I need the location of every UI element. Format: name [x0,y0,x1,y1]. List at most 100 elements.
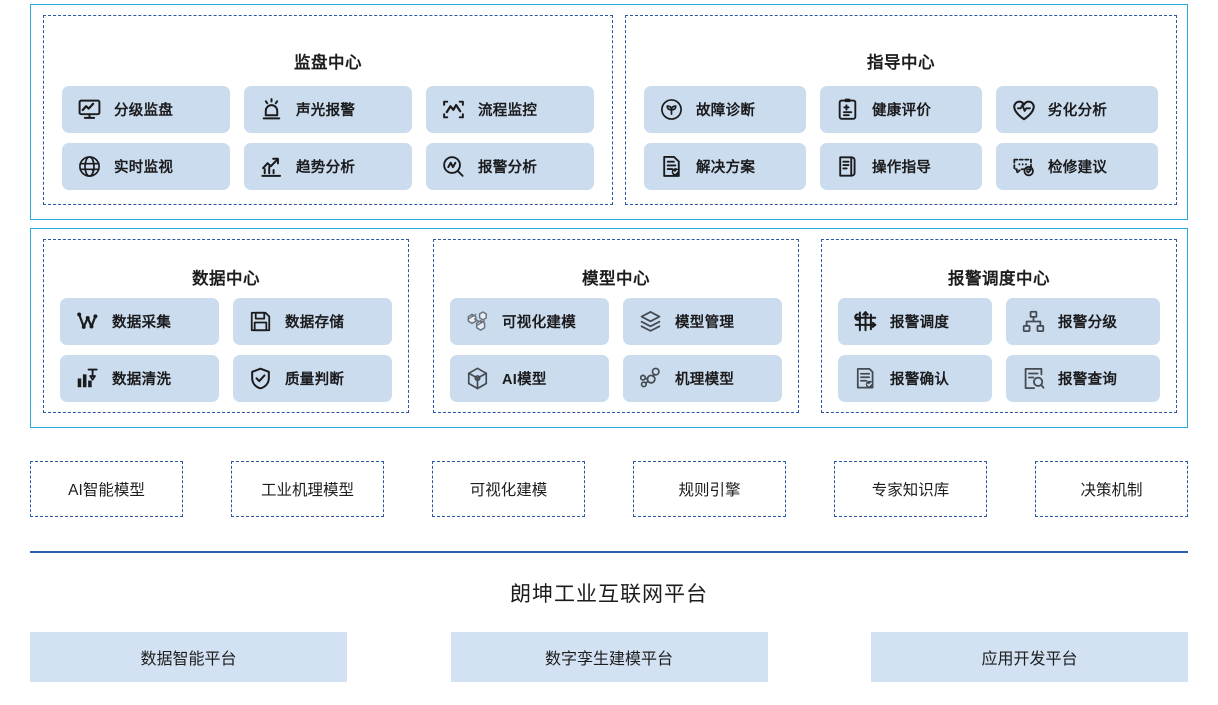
chip-liucheng-jiankong[interactable]: 流程监控 [426,86,594,133]
chip-label: 报警调度 [890,315,950,331]
dispatch-arrows-icon [852,308,879,335]
chip-label: 解决方案 [696,160,756,176]
list-search-icon [1020,365,1047,392]
chip-label: 实时监视 [114,160,174,176]
book-guide-icon [834,153,861,180]
data-clean-icon [74,365,101,392]
chip-moxing-guanli[interactable]: 模型管理 [623,298,782,345]
chip-caozuo-zhidao[interactable]: 操作指导 [820,143,982,190]
chip-jianxiu-jianyi[interactable]: 检修建议 [996,143,1158,190]
chip-grid: 故障诊断 健康评价 [644,86,1158,190]
blocks-model-icon [464,308,491,335]
chip-label: 报警确认 [890,372,950,388]
chip-guzhang-zhenduan[interactable]: 故障诊断 [644,86,806,133]
heart-pulse-icon [1010,96,1037,123]
section-divider [30,551,1188,553]
platform-box-digital-twin-modeling[interactable]: 数字孪生建模平台 [450,632,768,682]
monitor-chart-icon [76,96,103,123]
panel-title: 报警调度中心 [948,270,1050,288]
clipboard-health-icon [834,96,861,123]
chip-zhiliang-panduan[interactable]: 质量判断 [233,355,392,402]
alarm-lamp-icon [258,96,285,123]
chip-label: 故障诊断 [696,103,756,119]
chip-qushi-fenxi[interactable]: 趋势分析 [244,143,412,190]
panel-title: 指导中心 [867,54,935,72]
chip-shengguang-baojing[interactable]: 声光报警 [244,86,412,133]
chip-label: 报警查询 [1058,372,1118,388]
chip-label: 数据清洗 [112,372,172,388]
list-check-icon [852,365,879,392]
hierarchy-icon [1020,308,1047,335]
chip-label: AI模型 [502,372,547,388]
graph-nodes-icon [637,365,664,392]
chip-shuju-cunchu[interactable]: 数据存储 [233,298,392,345]
trend-chart-icon [258,153,285,180]
chip-label: 劣化分析 [1048,103,1108,119]
floppy-save-icon [247,308,274,335]
panel-zhidao-zhongxin: 指导中心 故障诊断 [625,15,1177,205]
chip-label: 可视化建模 [502,315,576,331]
chip-fenji-jianpan[interactable]: 分级监盘 [62,86,230,133]
layers-icon [637,308,664,335]
alarm-search-icon [440,153,467,180]
platform-box-app-development[interactable]: 应用开发平台 [871,632,1188,682]
panel-title: 模型中心 [582,270,650,288]
chip-label: 分级监盘 [114,103,174,119]
chip-baojing-fenxi[interactable]: 报警分析 [426,143,594,190]
panel-title: 数据中心 [192,270,260,288]
outer-container-row-2: 数据中心 数据采集 [30,228,1188,428]
chip-shuju-caiji[interactable]: 数据采集 [60,298,219,345]
chip-baojing-fenji[interactable]: 报警分级 [1006,298,1160,345]
chat-check-icon [1010,153,1037,180]
chip-label: 数据采集 [112,315,172,331]
chip-shuju-qingxi[interactable]: 数据清洗 [60,355,219,402]
chip-baojing-queren[interactable]: 报警确认 [838,355,992,402]
chip-grid: 数据采集 数据存储 [60,298,392,402]
chip-label: 数据存储 [285,315,345,331]
panel-shuju-zhongxin: 数据中心 数据采集 [43,239,409,413]
chip-label: 机理模型 [675,372,735,388]
chip-grid: 可视化建模 模型管理 [450,298,782,402]
shield-check-icon [247,365,274,392]
chip-liehua-fenxi[interactable]: 劣化分析 [996,86,1158,133]
chip-label: 模型管理 [675,315,735,331]
chip-baojing-chaxun[interactable]: 报警查询 [1006,355,1160,402]
chip-label: 操作指导 [872,160,932,176]
capability-visual-modeling[interactable]: 可视化建模 [432,461,585,517]
chip-baojing-diaodu[interactable]: 报警调度 [838,298,992,345]
chip-grid: 分级监盘 声光报警 [62,86,594,190]
chip-jiejue-fangan[interactable]: 解决方案 [644,143,806,190]
chip-jili-moxing[interactable]: 机理模型 [623,355,782,402]
chip-label: 报警分析 [478,160,538,176]
chip-label: 质量判断 [285,372,345,388]
chip-keshihua-jianmo[interactable]: 可视化建模 [450,298,609,345]
panel-baojing-diaodu-zhongxin: 报警调度中心 报警调度 [821,239,1177,413]
chip-label: 报警分级 [1058,315,1118,331]
capability-ai-model[interactable]: AI智能模型 [30,461,183,517]
panel-moxing-zhongxin: 模型中心 可视化建模 [433,239,799,413]
chip-label: 检修建议 [1048,160,1108,176]
globe-icon [76,153,103,180]
platform-box-data-intelligence[interactable]: 数据智能平台 [30,632,347,682]
chip-label: 趋势分析 [296,160,356,176]
panel-jianpan-zhongxin: 监盘中心 分级监盘 [43,15,613,205]
panel-title: 监盘中心 [294,54,362,72]
chip-label: 健康评价 [872,103,932,119]
chip-jiankang-pingjia[interactable]: 健康评价 [820,86,982,133]
fault-diagnosis-icon [658,96,685,123]
chip-shishi-jianshi[interactable]: 实时监视 [62,143,230,190]
chip-label: 流程监控 [478,103,538,119]
capability-rule-engine[interactable]: 规则引擎 [633,461,786,517]
capability-row: AI智能模型 工业机理模型 可视化建模 规则引擎 专家知识库 决策机制 [30,461,1188,517]
chip-ai-moxing[interactable]: AI模型 [450,355,609,402]
capability-expert-knowledge-base[interactable]: 专家知识库 [834,461,987,517]
outer-container-row-1: 监盘中心 分级监盘 [30,4,1188,220]
data-collect-icon [74,308,101,335]
capability-decision-mechanism[interactable]: 决策机制 [1035,461,1188,517]
chip-grid: 报警调度 报警分级 [838,298,1160,402]
platform-title: 朗坤工业互联网平台 [510,583,708,606]
document-check-icon [658,153,685,180]
platform-row: 数据智能平台 数字孪生建模平台 应用开发平台 [30,632,1188,682]
capability-industrial-mechanism-model[interactable]: 工业机理模型 [231,461,384,517]
